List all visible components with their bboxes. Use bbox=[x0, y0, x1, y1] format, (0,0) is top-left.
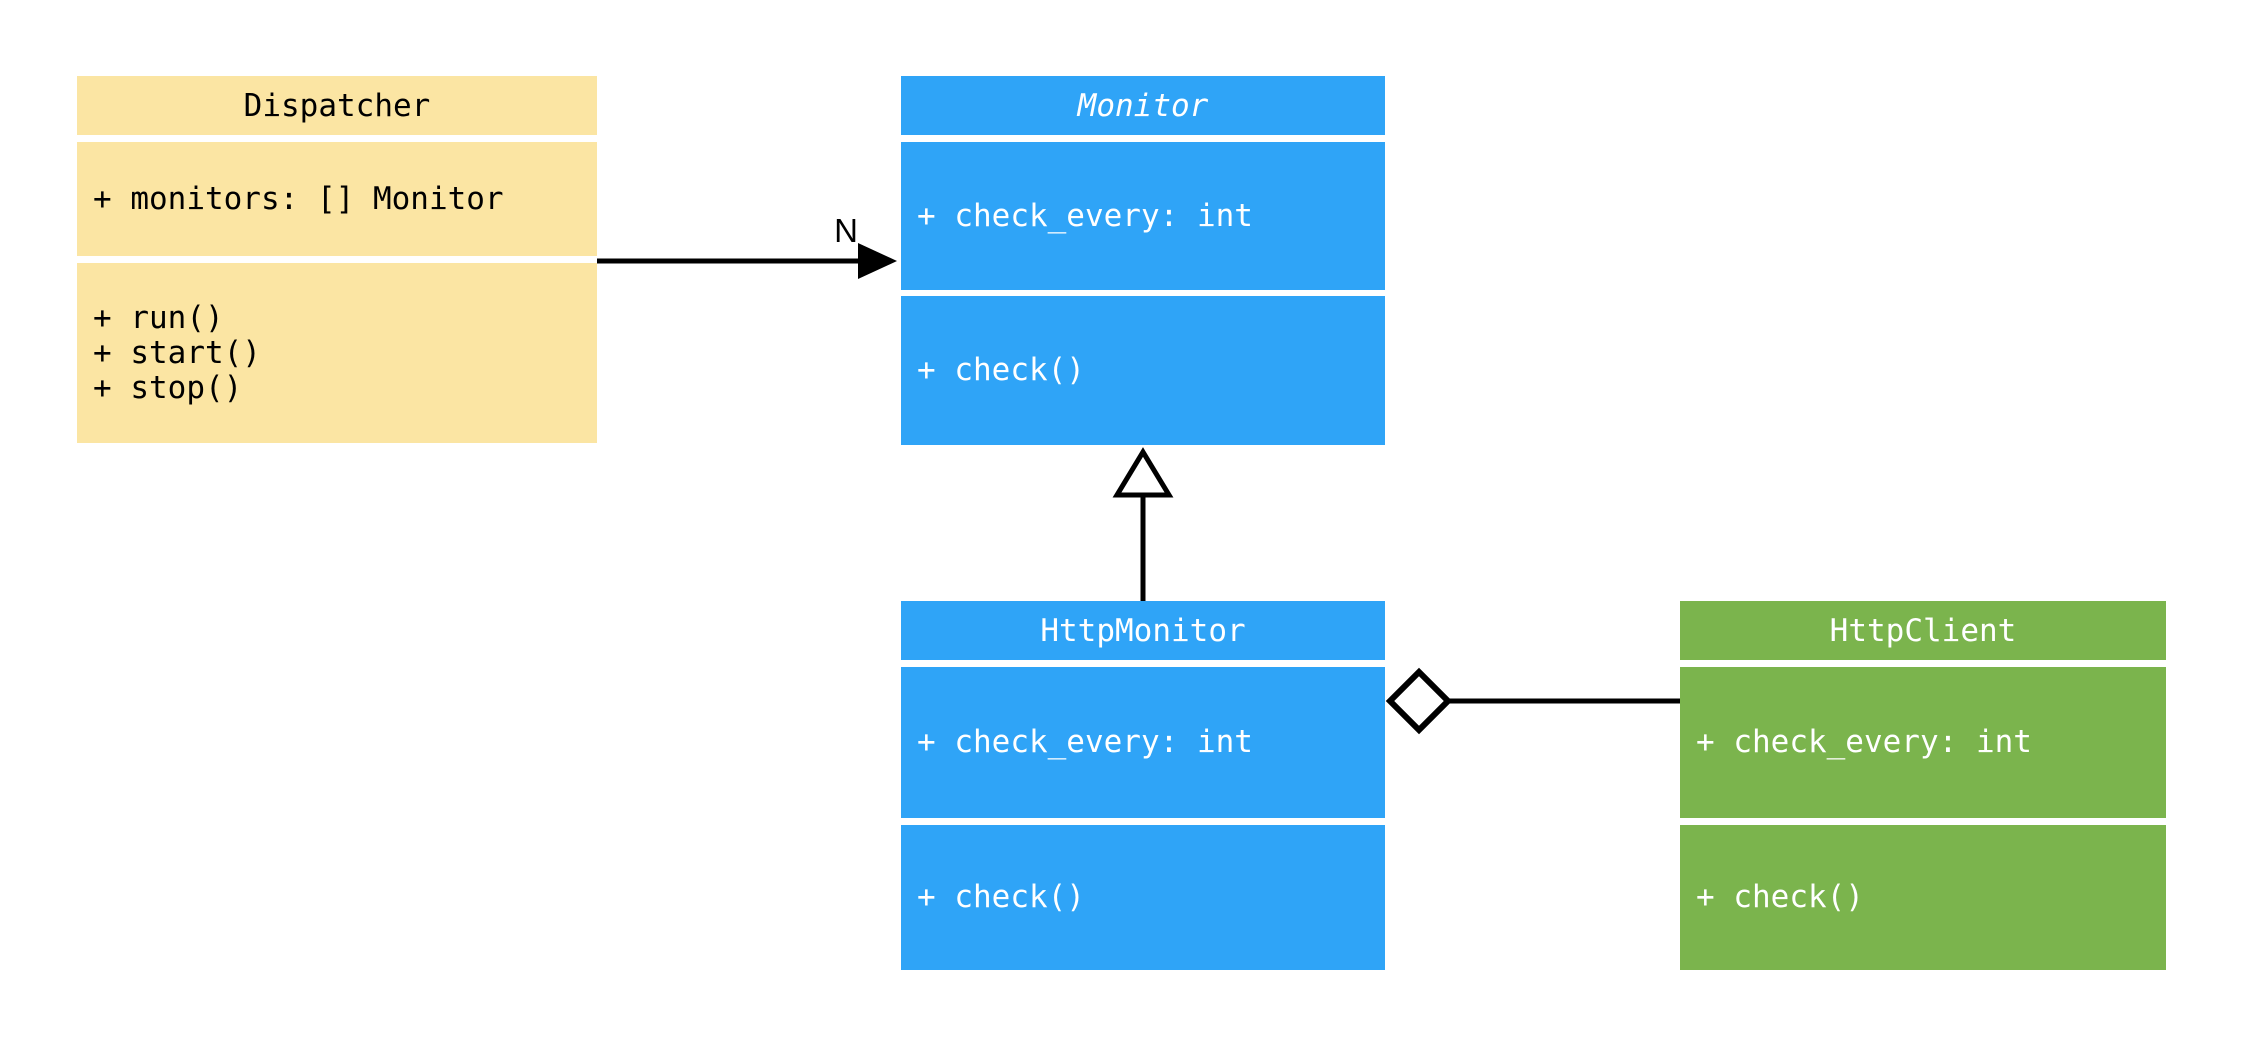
aggregation-edge-httpmonitor-httpclient bbox=[1385, 667, 1680, 735]
aggregation-diamond-icon bbox=[1385, 667, 1453, 735]
class-dispatcher-methods: + run() + start() + stop() bbox=[77, 263, 597, 443]
class-monitor-name: Monitor bbox=[1077, 87, 1209, 124]
class-httpclient-title-bar: HttpClient bbox=[1680, 601, 2166, 660]
class-httpclient-attributes: + check_every: int bbox=[1680, 667, 2166, 818]
class-httpmonitor-title-bar: HttpMonitor bbox=[901, 601, 1385, 660]
method-row: + start() bbox=[93, 334, 261, 371]
class-dispatcher-title-bar: Dispatcher bbox=[77, 76, 597, 135]
attribute-row: + check_every: int bbox=[917, 197, 1253, 234]
class-monitor-methods: + check() bbox=[901, 296, 1385, 445]
inheritance-triangle-icon bbox=[1112, 447, 1174, 498]
method-row: + stop() bbox=[93, 369, 243, 406]
method-row: + check() bbox=[917, 352, 1085, 388]
class-monitor-title-bar: Monitor bbox=[901, 76, 1385, 135]
class-httpmonitor-name: HttpMonitor bbox=[1040, 612, 1246, 649]
class-dispatcher-name: Dispatcher bbox=[243, 87, 431, 124]
inheritance-edge-httpmonitor-monitor bbox=[1112, 447, 1174, 601]
class-httpclient-name: HttpClient bbox=[1829, 612, 2017, 649]
attribute-row: + monitors: [] Monitor bbox=[93, 180, 504, 217]
multiplicity-label: N bbox=[834, 212, 858, 249]
method-row: + run() bbox=[93, 299, 224, 336]
class-httpmonitor: HttpMonitor + check_every: int + check() bbox=[901, 601, 1385, 970]
attribute-row: + check_every: int bbox=[1696, 724, 2032, 760]
class-httpmonitor-methods: + check() bbox=[901, 825, 1385, 970]
association-arrowhead-icon bbox=[858, 243, 897, 279]
method-row: + check() bbox=[917, 879, 1085, 915]
attribute-row: + check_every: int bbox=[917, 724, 1253, 760]
class-dispatcher-attributes: + monitors: [] Monitor bbox=[77, 142, 597, 256]
class-monitor: Monitor + check_every: int + check() bbox=[901, 76, 1385, 445]
method-row: + check() bbox=[1696, 879, 1864, 915]
class-dispatcher: Dispatcher + monitors: [] Monitor + run(… bbox=[77, 76, 597, 445]
class-monitor-attributes: + check_every: int bbox=[901, 142, 1385, 290]
class-httpmonitor-attributes: + check_every: int bbox=[901, 667, 1385, 818]
association-edge-dispatcher-monitor: N bbox=[597, 212, 897, 279]
class-httpclient: HttpClient + check_every: int + check() bbox=[1680, 601, 2166, 970]
class-httpclient-methods: + check() bbox=[1680, 825, 2166, 970]
